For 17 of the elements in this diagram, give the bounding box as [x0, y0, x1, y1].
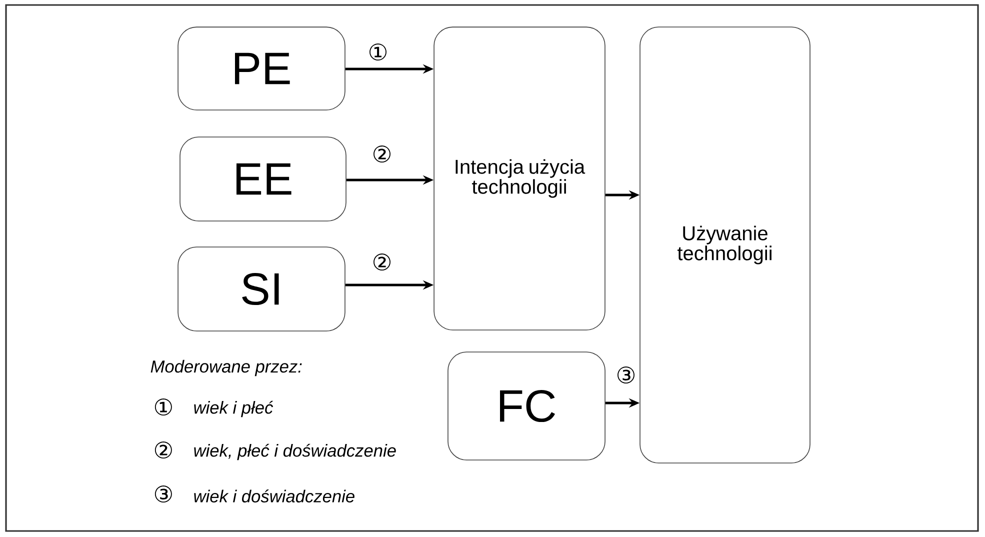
process-box: Używanie technologii: [640, 26, 810, 464]
legend-text: wiek, płeć i doświadczenie: [194, 444, 396, 460]
number-symbol: ③: [154, 486, 172, 502]
process-box: EE: [180, 136, 346, 222]
number-symbol: ②: [154, 442, 172, 458]
legend-heading: Moderowane przez:: [150, 360, 302, 376]
number-symbol: ①: [154, 398, 172, 416]
process-box: Intencja użycia technologii: [434, 26, 606, 330]
edge-label: ①: [367, 42, 389, 62]
edge-label: ②: [371, 252, 393, 272]
process-box: FC: [448, 352, 606, 460]
edge-label: ②: [371, 144, 393, 164]
edge-label: ③: [615, 366, 637, 384]
legend-text: wiek i płeć: [194, 400, 274, 418]
process-box: PE: [178, 26, 346, 110]
legend-text: wiek i doświadczenie: [194, 490, 354, 502]
process-box: SI: [178, 246, 346, 332]
